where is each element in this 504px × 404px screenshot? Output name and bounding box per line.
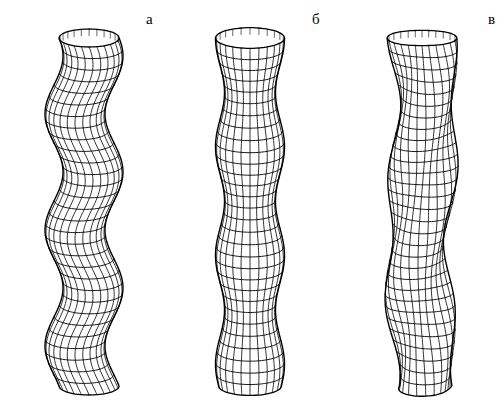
mesh-line xyxy=(96,44,114,392)
mesh-line xyxy=(268,45,274,392)
inner-mesh-line xyxy=(241,28,242,35)
mesh-line xyxy=(90,46,108,394)
inner-mesh-line xyxy=(274,31,275,38)
inner-mesh-line xyxy=(250,28,251,35)
inner-mesh-line xyxy=(428,31,429,38)
mesh-ring xyxy=(399,363,451,373)
tube-outline xyxy=(45,38,63,386)
inner-mesh-line xyxy=(118,36,119,43)
inner-mesh-line xyxy=(81,29,82,36)
tube-outline xyxy=(275,38,284,386)
tube-outline xyxy=(105,38,123,386)
inner-mesh-line xyxy=(454,35,455,42)
panel-letter: б xyxy=(312,12,320,27)
panel-letter: а xyxy=(146,12,153,27)
inner-mesh-line xyxy=(220,33,221,40)
inner-mesh-line xyxy=(408,31,409,38)
inner-mesh-line xyxy=(450,33,451,40)
inner-mesh-line xyxy=(283,35,284,42)
inner-mesh-line xyxy=(67,32,68,39)
inner-mesh-line xyxy=(267,29,268,36)
inner-mesh-line xyxy=(435,31,436,38)
mesh-ring xyxy=(393,142,456,151)
tube-rim xyxy=(387,30,457,45)
mesh-line xyxy=(272,43,280,391)
inner-mesh-line xyxy=(389,35,390,42)
mesh-line xyxy=(250,48,251,395)
mesh-ring xyxy=(395,73,456,82)
varicose-tube xyxy=(216,28,285,396)
mesh-line xyxy=(54,44,72,392)
inner-mesh-line xyxy=(393,33,394,40)
inner-mesh-line xyxy=(258,28,259,35)
inner-mesh-line xyxy=(115,34,116,41)
tube-outline xyxy=(385,38,401,386)
inner-mesh-line xyxy=(89,29,90,36)
mesh-line xyxy=(67,47,85,395)
inner-mesh-line xyxy=(216,35,217,42)
mesh-line xyxy=(275,41,284,389)
mesh-ring xyxy=(396,351,452,361)
mesh-line xyxy=(425,45,435,395)
inner-mesh-line xyxy=(63,34,64,41)
inner-mesh-line xyxy=(400,32,401,39)
inner-mesh-line xyxy=(60,36,61,43)
mesh-line xyxy=(60,46,78,394)
tube-rim xyxy=(216,28,285,49)
mesh-line xyxy=(233,47,237,394)
mesh-line xyxy=(75,47,93,395)
mesh-line xyxy=(104,40,122,388)
mesh-ring xyxy=(59,386,119,395)
mesh-line xyxy=(440,43,454,390)
twisting-tube xyxy=(385,30,458,396)
inner-mesh-line xyxy=(443,32,444,39)
inner-mesh-line xyxy=(74,30,75,37)
tube-outline xyxy=(216,38,225,386)
mesh-line xyxy=(83,47,101,395)
mesh-line xyxy=(418,46,426,397)
mesh-line xyxy=(263,47,267,394)
inner-mesh-line xyxy=(415,31,416,38)
inner-mesh-line xyxy=(279,33,280,40)
inner-mesh-line xyxy=(422,30,423,37)
mesh-ring xyxy=(387,270,447,280)
panel-letter: в xyxy=(488,12,495,27)
inner-mesh-line xyxy=(110,32,111,39)
mesh-ring xyxy=(399,119,453,129)
inner-mesh-line xyxy=(96,29,97,36)
mesh-ring xyxy=(393,340,454,349)
inner-mesh-line xyxy=(104,30,105,37)
mesh-line xyxy=(431,45,443,393)
mesh-line xyxy=(257,48,259,395)
inner-mesh-line xyxy=(232,29,233,36)
mesh-line xyxy=(241,48,243,395)
inner-mesh-line xyxy=(225,31,226,38)
bending-tube xyxy=(45,29,123,395)
mesh-ring xyxy=(396,131,454,141)
